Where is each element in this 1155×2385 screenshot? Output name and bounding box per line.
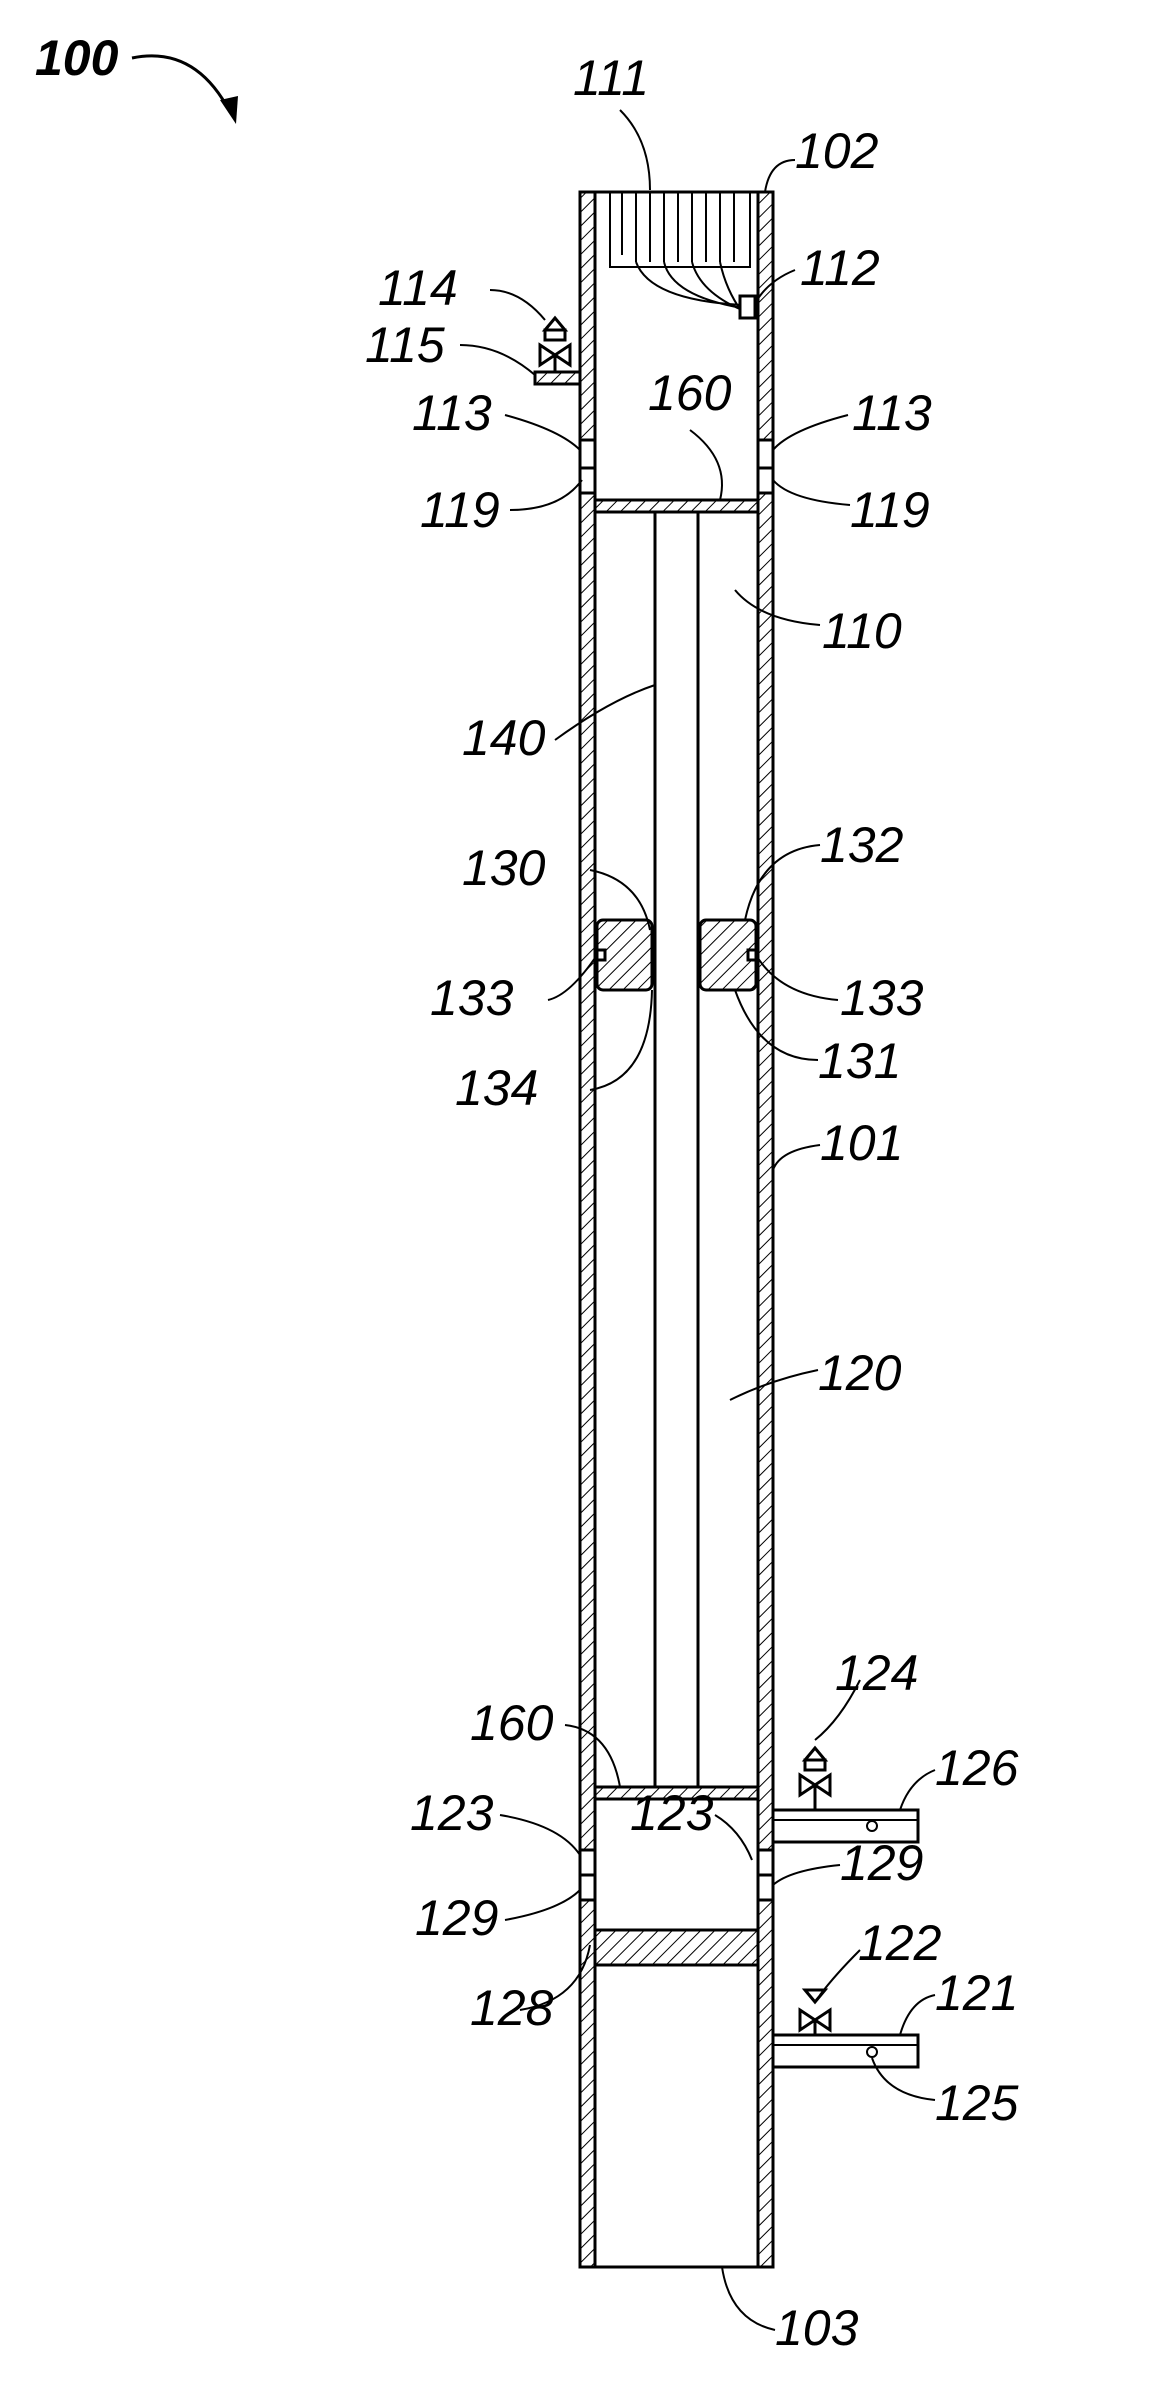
piston-seal-133-left	[597, 950, 605, 960]
sensor-wires	[636, 262, 742, 312]
valve-122-icon	[800, 1990, 830, 2035]
label-160-upper: 160	[648, 365, 732, 421]
label-134: 134	[455, 1060, 538, 1116]
label-131: 131	[818, 1033, 901, 1089]
label-103: 103	[775, 2300, 859, 2356]
sensor-box	[740, 296, 755, 318]
label-119-right: 119	[850, 482, 930, 538]
label-122: 122	[858, 1915, 942, 1971]
seal-113-upper-right	[758, 440, 773, 468]
label-132: 132	[820, 817, 904, 873]
tube-wall-right	[758, 192, 773, 2267]
label-130: 130	[462, 840, 546, 896]
label-121: 121	[935, 1965, 1018, 2021]
label-119-left: 119	[420, 482, 500, 538]
label-133-left: 133	[430, 970, 514, 1026]
seal-123-lower-left	[580, 1850, 595, 1875]
label-102: 102	[795, 123, 879, 179]
figure-number-label: 100	[35, 30, 119, 86]
valve-124-icon	[800, 1748, 830, 1810]
seal-129-lower-right	[758, 1875, 773, 1900]
label-133-right: 133	[840, 970, 924, 1026]
pipe-121	[773, 2035, 918, 2067]
label-140: 140	[462, 710, 546, 766]
figure-number-arrowhead	[220, 96, 238, 124]
seal-123-lower-right	[758, 1850, 773, 1875]
label-129-left: 129	[415, 1890, 498, 1946]
label-128: 128	[470, 1980, 554, 2036]
figure-number-arrow	[132, 56, 230, 112]
label-160-lower: 160	[470, 1695, 554, 1751]
seal-113-upper-left	[580, 440, 595, 468]
label-125: 125	[935, 2075, 1019, 2131]
seal-119-upper-right	[758, 468, 773, 493]
label-123-left: 123	[410, 1785, 494, 1841]
seal-129-lower-left	[580, 1875, 595, 1900]
label-101: 101	[820, 1115, 903, 1171]
piston-seal-133-right	[748, 950, 756, 960]
label-110: 110	[822, 603, 902, 659]
label-112: 112	[800, 240, 880, 296]
label-126: 126	[935, 1740, 1019, 1796]
label-124: 124	[835, 1645, 918, 1701]
label-129-right: 129	[840, 1835, 923, 1891]
port-115	[535, 372, 580, 384]
label-123-right: 123	[630, 1785, 714, 1841]
plate-160-upper	[595, 500, 758, 512]
label-111: 111	[573, 50, 649, 106]
barrier-128	[595, 1930, 758, 1965]
cooling-fins	[622, 192, 734, 262]
label-115: 115	[365, 317, 445, 373]
fin-base	[610, 192, 750, 267]
valve-114-icon	[540, 318, 570, 372]
label-120: 120	[818, 1345, 902, 1401]
label-114: 114	[378, 260, 458, 316]
label-113-left: 113	[412, 385, 492, 441]
label-113-right: 113	[852, 385, 932, 441]
